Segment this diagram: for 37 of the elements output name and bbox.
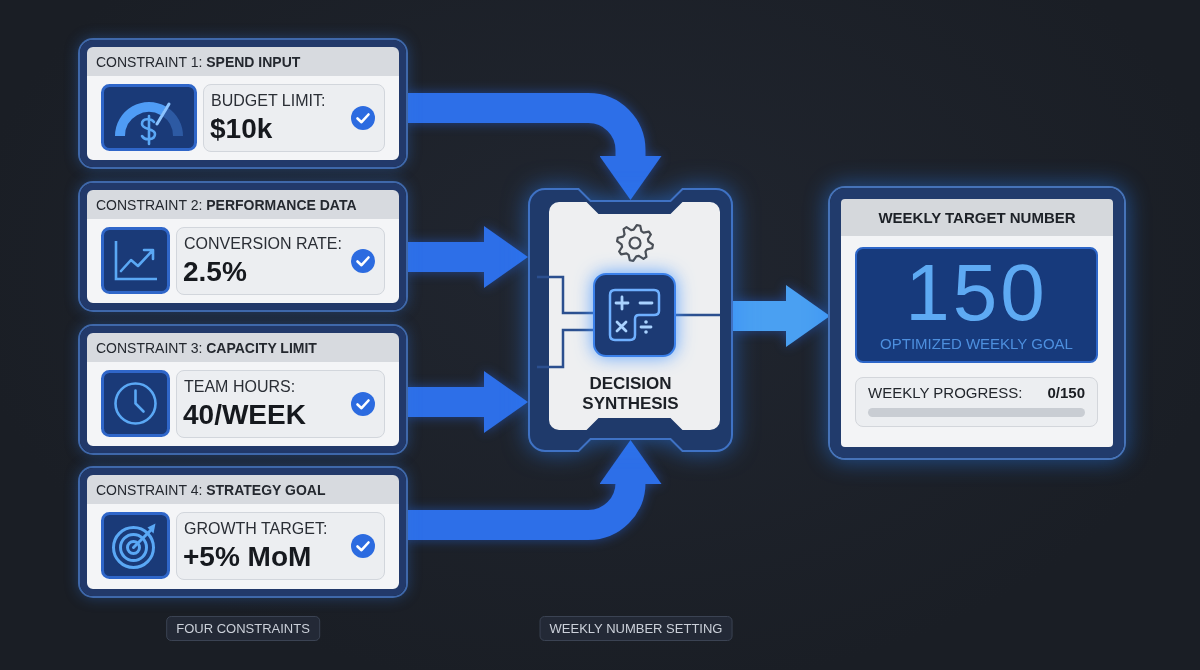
- display-caption: OPTIMIZED WEEKLY GOAL: [880, 335, 1073, 353]
- section-tag: FOUR CONSTRAINTS: [166, 616, 320, 641]
- metric-panel: [176, 227, 385, 295]
- constraint-card: [80, 40, 406, 167]
- constraint-card: [80, 326, 406, 453]
- card-heading: CONSTRAINT 4: STRATEGY GOAL: [96, 482, 326, 498]
- progress-value: 0/150: [1047, 384, 1085, 402]
- metric-value: $10k: [210, 113, 273, 145]
- metric-panel: [176, 512, 385, 580]
- flow-arrow: [733, 285, 830, 347]
- process-panel: [528, 188, 733, 452]
- card-heading: CONSTRAINT 2: PERFORMANCE DATA: [96, 197, 357, 213]
- flow-arrow: [406, 93, 662, 200]
- metric-value: 40/WEEK: [183, 399, 306, 431]
- card-heading: CONSTRAINT 1: SPEND INPUT: [96, 54, 301, 70]
- metric-value: +5% MoM: [183, 541, 312, 573]
- metric-panel: [203, 84, 385, 152]
- process-title: DECISION SYNTHESIS: [582, 374, 679, 414]
- constraint-card: [80, 468, 406, 596]
- result-card: [830, 188, 1124, 458]
- card-heading: WEEKLY TARGET NUMBER: [878, 209, 1076, 227]
- metric-panel: [176, 370, 385, 438]
- metric-label: CONVERSION RATE:: [184, 234, 342, 253]
- constraint-card: [80, 183, 406, 310]
- metric-label: BUDGET LIMIT:: [211, 91, 326, 110]
- progress-panel: [855, 377, 1098, 427]
- card-heading: CONSTRAINT 3: CAPACITY LIMIT: [96, 340, 317, 356]
- flow-arrow: [406, 226, 528, 288]
- metric-label: GROWTH TARGET:: [184, 519, 328, 538]
- flow-arrow: [406, 371, 528, 433]
- metric-label: TEAM HOURS:: [184, 377, 296, 396]
- metric-value: 2.5%: [183, 256, 247, 288]
- section-tag: WEEKLY NUMBER SETTING: [539, 616, 733, 641]
- target-number: 150: [905, 253, 1048, 333]
- flow-arrow: [406, 440, 662, 540]
- number-display: [855, 247, 1098, 363]
- progress-label: WEEKLY PROGRESS:: [868, 384, 1023, 402]
